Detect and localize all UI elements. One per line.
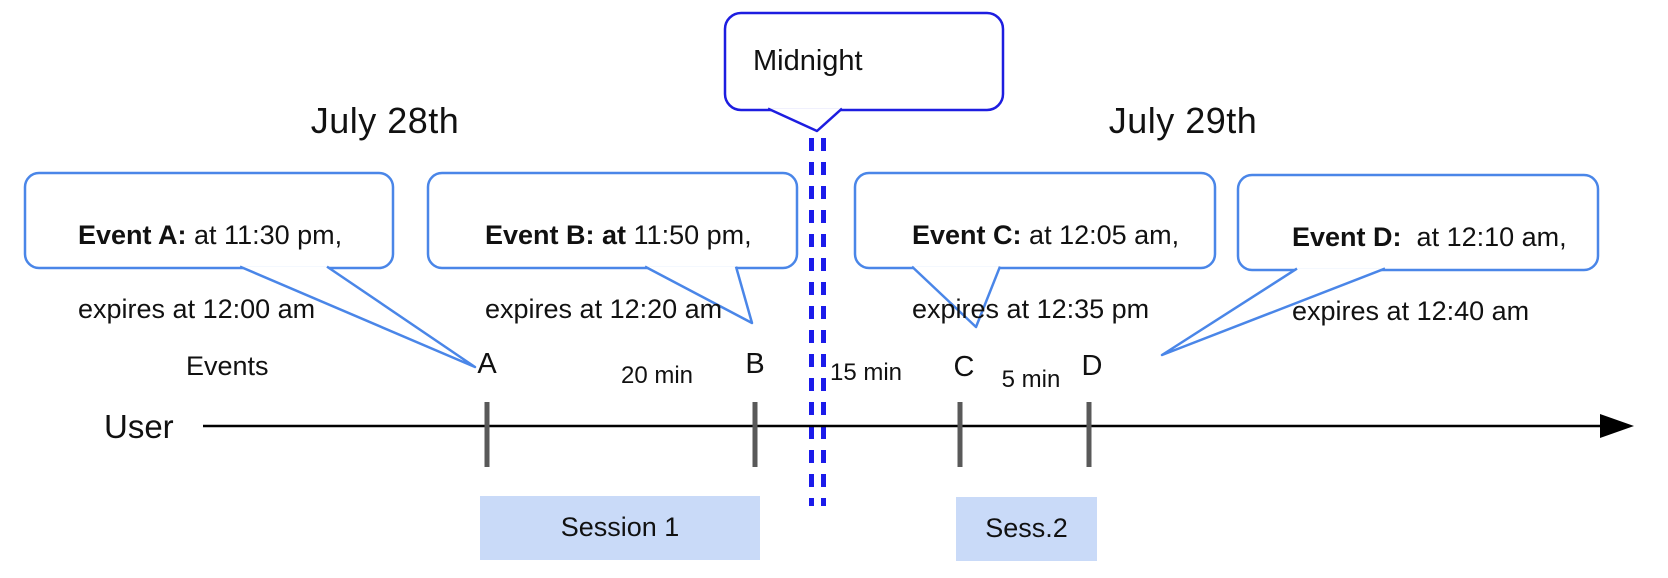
event-b-expiry: expires at 12:20 am [485,294,723,324]
callout-text-event-a: Event A: at 11:30 pm, expires at 12:00 a… [48,180,342,365]
callout-text-event-c: Event C: at 12:05 am, expires at 12:35 p… [882,180,1179,365]
callout-box-event-d [1236,173,1600,272]
event-c-name: Event C: [912,220,1022,250]
user-line-label: User [104,408,174,445]
tick-label-b: B [745,348,765,380]
midnight-bubble-tail [767,107,843,133]
event-c-time: at 12:05 am, [1021,220,1180,250]
session-1-bar [480,496,760,560]
midnight-bubble [723,11,1005,112]
event-a-name: Event A: [78,220,187,250]
interval-label-5min: 5 min [1001,366,1061,393]
event-a-time: at 11:30 pm, [186,220,343,250]
session-2-label: Sess.2 [985,513,1068,543]
callout-text-event-b: Event B: at 11:50 pm, expires at 12:20 a… [455,180,752,365]
midnight-label: Midnight [753,45,863,77]
callout-tail-event-b [644,265,754,325]
interval-label-20min: 20 min [620,362,694,389]
callout-tail-event-a [239,265,477,369]
day-title-july-29: July 29th [1108,100,1258,141]
event-b-time: 11:50 pm, [626,220,752,250]
callout-tail-event-d [1160,267,1386,357]
callout-box-event-c [853,171,1217,270]
event-d-expiry: expires at 12:40 am [1292,296,1530,326]
event-b-name: Event B: at [485,220,627,250]
timeline-arrowhead [1600,414,1634,438]
callout-text-event-d: Event D: at 12:10 am, expires at 12:40 a… [1262,182,1567,367]
callout-box-event-a [23,171,395,270]
tick-label-d: D [1081,350,1103,382]
session-1-label: Session 1 [560,512,680,542]
event-a-expiry: expires at 12:00 am [78,294,316,324]
event-c-expiry: expires at 12:35 pm [912,294,1150,324]
tick-label-c: C [953,351,975,383]
session-2-bar [956,497,1097,561]
tick-label-a: A [477,348,497,380]
day-title-july-28: July 28th [310,100,460,141]
event-d-time: at 12:10 am, [1401,222,1567,252]
events-row-label: Events [186,351,269,381]
callout-box-event-b [426,171,799,270]
callout-tail-event-c [911,265,1002,329]
interval-label-15min: 15 min [829,359,903,386]
event-d-name: Event D: [1292,222,1402,252]
